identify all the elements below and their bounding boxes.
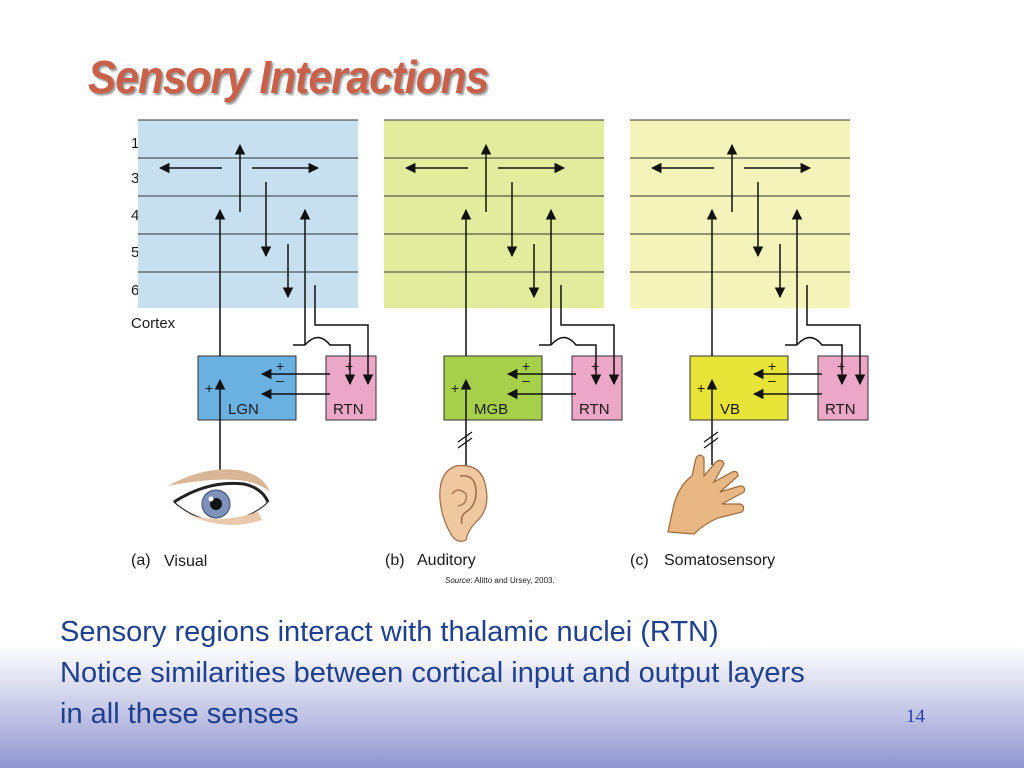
cortex-layers-background <box>630 120 850 308</box>
cortex-layers-background <box>138 120 358 308</box>
bullet-line: Notice similarities between cortical inp… <box>60 657 805 689</box>
rtn-label: RTN <box>825 401 856 418</box>
eye-icon <box>168 469 270 525</box>
nucleus-label: LGN <box>228 401 259 418</box>
connection-line <box>560 285 615 356</box>
layer-label: 4 <box>131 207 139 224</box>
thalamic-nucleus-box <box>443 355 543 421</box>
panel-a-letter: (a) <box>131 552 151 569</box>
slide-body: Sensory regions interact with thalamic n… <box>60 612 805 735</box>
nucleus-label: VB <box>720 401 740 418</box>
panel-b-caption: Auditory <box>417 552 476 569</box>
excitatory-sign: + <box>522 358 530 374</box>
excitatory-sign: + <box>591 358 599 374</box>
excitatory-sign: + <box>276 358 284 374</box>
cut-fiber-marks <box>703 431 719 449</box>
hand-icon <box>667 454 746 535</box>
panel-a-caption: Visual <box>164 553 207 570</box>
cortical-layer-labels: 1 3 4 5 6 Cortex <box>131 135 176 332</box>
cortex-layers-background <box>384 120 604 308</box>
layer-label: 1 <box>131 135 139 152</box>
connection-line <box>550 336 597 356</box>
nucleus-label: MGB <box>474 401 508 418</box>
thalamic-nucleus-box <box>689 355 789 421</box>
layer-label: 3 <box>131 170 139 187</box>
source-citation: Source: Alitto and Ursey, 2003. <box>445 576 555 585</box>
ear-icon <box>439 464 488 542</box>
source-text: : Alitto and Ursey, 2003. <box>470 576 554 585</box>
connection-line <box>314 285 369 356</box>
excitatory-sign: + <box>837 358 845 374</box>
connection-line <box>796 336 843 356</box>
excitatory-sign: + <box>205 380 213 396</box>
bullet-line: Sensory regions interact with thalamic n… <box>60 616 719 648</box>
connection-line <box>806 285 861 356</box>
cut-fiber-marks <box>457 431 473 449</box>
inhibitory-sign: – <box>276 372 284 388</box>
inhibitory-sign: – <box>768 372 776 388</box>
cortex-label: Cortex <box>131 315 176 332</box>
excitatory-sign: + <box>451 380 459 396</box>
slide-title: Sensory Interactions <box>88 51 489 103</box>
rtn-label: RTN <box>579 401 610 418</box>
slide-number: 14 <box>906 706 925 727</box>
excitatory-sign: + <box>345 358 353 374</box>
thalamic-nucleus-box <box>197 355 297 421</box>
source-label: Source <box>445 576 471 585</box>
layer-label: 5 <box>131 244 139 261</box>
connection-line <box>304 336 351 356</box>
panel-b-letter: (b) <box>385 552 405 569</box>
panel-c-caption: Somatosensory <box>664 552 775 569</box>
excitatory-sign: + <box>697 380 705 396</box>
bullet-line: in all these senses <box>60 698 299 730</box>
excitatory-sign: + <box>768 358 776 374</box>
layer-label: 6 <box>131 282 139 299</box>
rtn-label: RTN <box>333 401 364 418</box>
inhibitory-sign: – <box>522 372 530 388</box>
panel-c-letter: (c) <box>630 552 649 569</box>
